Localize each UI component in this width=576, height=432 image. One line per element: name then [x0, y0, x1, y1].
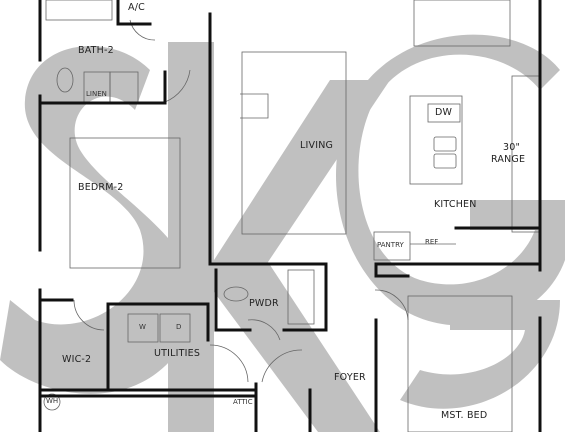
pwdr-vanity: [287, 269, 315, 325]
fixture-label-range-size: 30": [503, 142, 521, 153]
toilet-pwdr: [223, 286, 249, 302]
room-label-utilities: UTILITIES: [154, 348, 201, 359]
door-swing-utilities: [209, 344, 249, 383]
room-label-mst-bed: MST. BED: [441, 410, 488, 421]
fixture-label-dryer: D: [176, 323, 182, 331]
fixture-label-linen: LINEN: [86, 90, 107, 98]
room-label-bedrm2: BEDRM-2: [78, 182, 124, 193]
living-rug-outline: [241, 51, 347, 235]
door-swing-foyer: [261, 349, 303, 383]
watermark-letter-k-stem: [168, 42, 214, 432]
walls: [38, 0, 542, 432]
dw-box: [427, 103, 461, 123]
pantry-box: [373, 231, 411, 261]
mst-bed-outline: [407, 295, 513, 432]
sink-left: [433, 136, 457, 152]
tub-outline: [45, 0, 113, 21]
fixture-label-water-heater: WH: [46, 397, 59, 405]
fixture-label-ref: REF: [425, 238, 439, 246]
fixture-outlines: [43, 0, 541, 432]
kitchen-island: [409, 95, 463, 185]
room-label-wic2: WIC-2: [62, 354, 92, 365]
top-table-outline: [413, 0, 511, 47]
sink-right: [433, 153, 457, 169]
room-label-kitchen: KITCHEN: [434, 199, 477, 210]
room-label-foyer: FOYER: [334, 372, 366, 383]
water-heater: [43, 393, 61, 411]
stair-line: [240, 93, 269, 119]
room-label-pwdr: PWDR: [249, 298, 279, 309]
door-swing-mst: [374, 289, 409, 321]
watermark-letter-k-arms: [214, 80, 390, 432]
door-swing-bath2: [164, 69, 191, 103]
watermark-letter-s: [0, 46, 197, 394]
bedroom2-bed-outline: [69, 137, 181, 269]
fixture-label-pantry: PANTRY: [377, 241, 404, 249]
door-swing-wic: [73, 299, 105, 331]
room-label-living: LIVING: [300, 140, 334, 151]
door-swing-pwdr: [247, 319, 281, 341]
washer-box: [127, 313, 159, 343]
fixture-label-range: RANGE: [491, 154, 526, 165]
fixture-label-dw: DW: [435, 107, 453, 118]
room-label-bath2: BATH-2: [78, 45, 114, 56]
fixture-label-attic: ATTIC: [233, 398, 253, 406]
toilet-bath2: [56, 67, 74, 93]
dryer-box: [159, 313, 191, 343]
watermark-logo: [0, 34, 565, 432]
fixture-label-washer: W: [139, 323, 146, 331]
watermark-letter-g: [336, 34, 565, 409]
room-label-ac: A/C: [128, 2, 145, 13]
